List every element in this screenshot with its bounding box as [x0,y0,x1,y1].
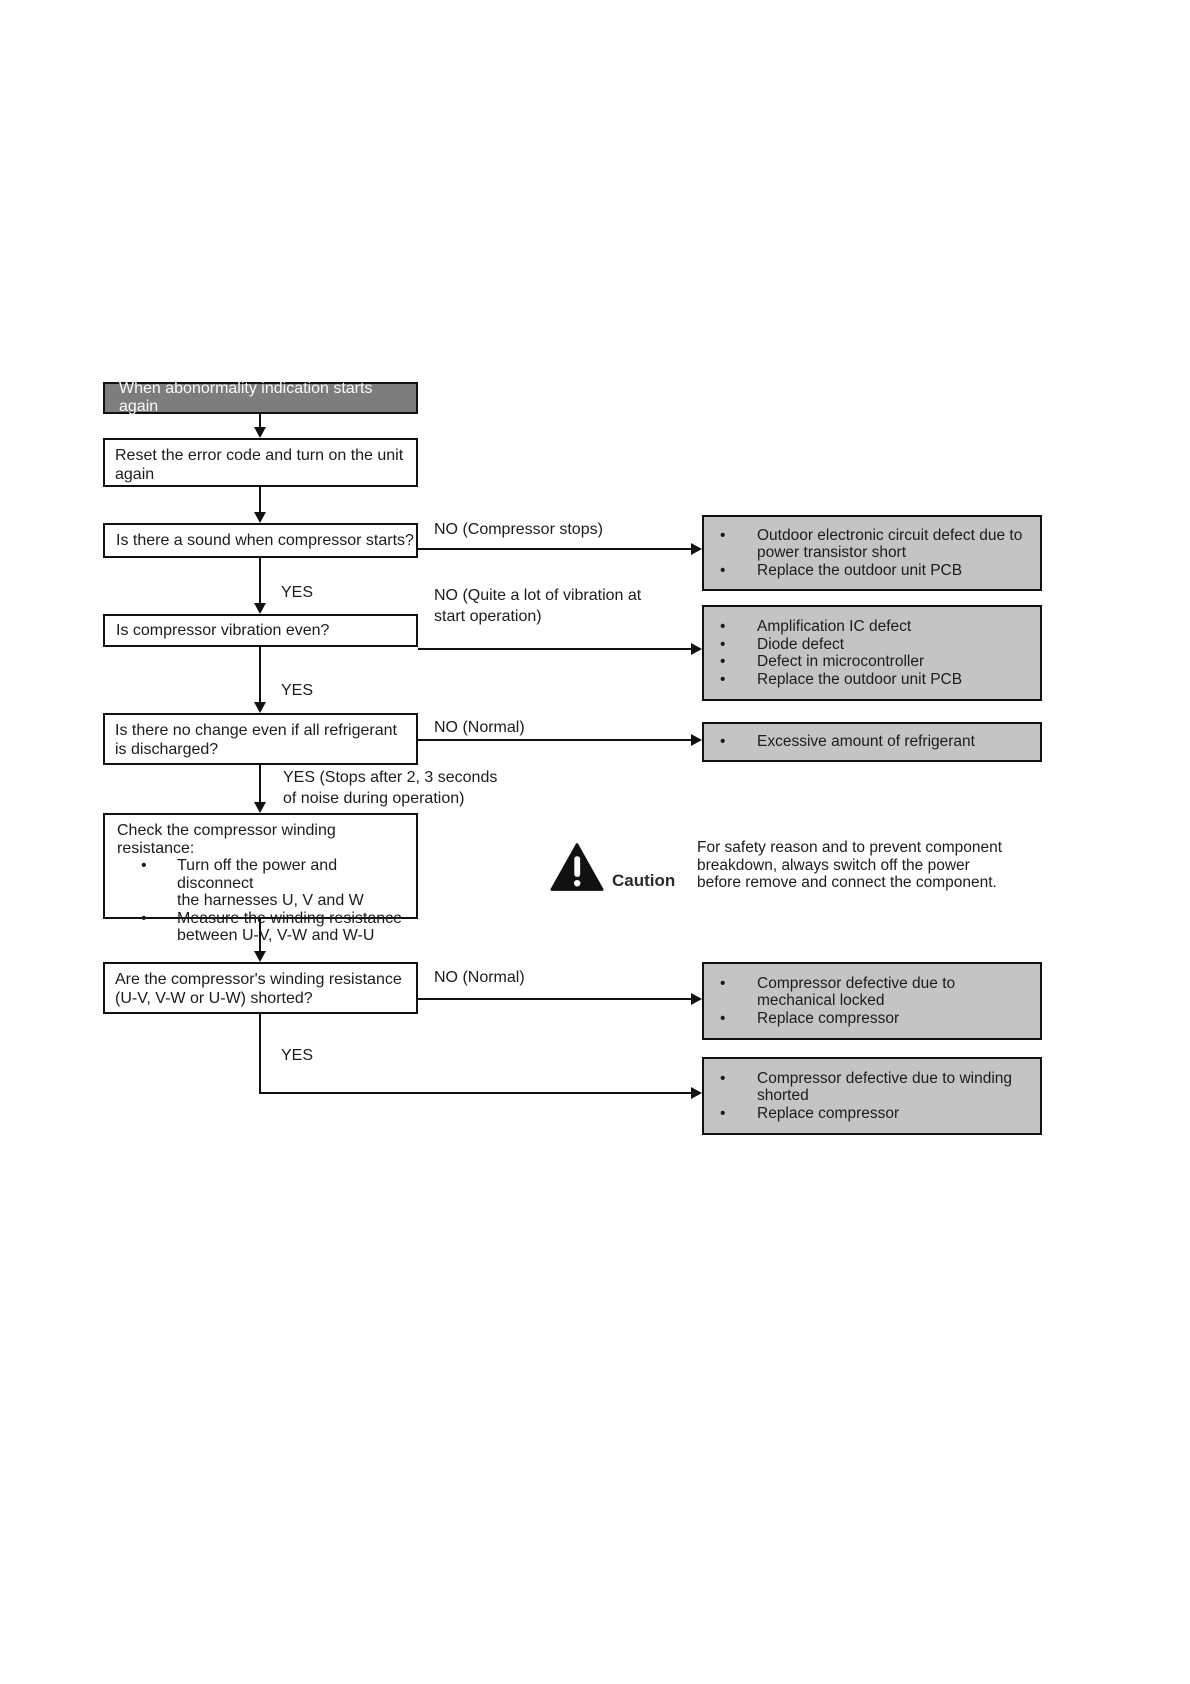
branch-label-yes: YES [281,584,314,601]
list-item: • Defect in microcontroller [720,653,1034,671]
connector-line [418,648,692,650]
list-item: • Excessive amount of refrigerant [720,733,1034,751]
arrowhead-down-icon [254,951,266,962]
bullet-icon: • [720,1104,726,1122]
arrowhead-right-icon [691,543,702,555]
result-excess-refrigerant-box: • Excessive amount of refrigerant [702,722,1042,762]
connector-line [259,414,261,429]
arrowhead-down-icon [254,802,266,813]
list-item: • Amplification IC defect [720,618,1034,636]
list-item: • Replace compressor [720,1010,1034,1028]
bullet-icon: • [720,635,726,653]
branch-label-yes: YES [281,1047,314,1064]
arrowhead-right-icon [691,1087,702,1099]
bullet-icon: • [720,974,726,992]
list-item: • Compressor defective due to mechanical… [720,975,1034,1010]
caution-text: For safety reason and to prevent compone… [697,839,1003,892]
result-winding-shorted-box: • Compressor defective due to winding sh… [702,1057,1042,1135]
list-item: • Compressor defective due to winding sh… [720,1070,1034,1105]
bullet-icon: • [720,733,726,751]
arrowhead-down-icon [254,603,266,614]
result-text: Defect in microcontroller [757,653,925,670]
connector-line [418,548,692,550]
result-text: Replace the outdoor unit PCB [757,561,963,579]
question-sound-box: Is there a sound when compressor starts? [103,523,418,558]
question-refrigerant-box: Is there no change even if all refrigera… [103,713,418,765]
branch-label-no-normal: NO (Normal) [434,719,525,736]
branch-label-no-vibration: NO (Quite a lot of vibration at start op… [434,587,642,625]
result-text: Replace compressor [757,1009,900,1027]
branch-label-no-normal: NO (Normal) [434,969,525,986]
arrowhead-right-icon [691,643,702,655]
connector-line [259,487,261,514]
bullet-icon: • [720,653,726,670]
bullet-icon: • [720,1009,726,1027]
bullet-icon: • [720,1069,726,1087]
bullet-icon: • [720,618,726,635]
result-text: Compressor defective due to winding shor… [757,1069,1013,1105]
connector-line [259,765,261,803]
caution-icon [550,843,604,891]
bullet-icon: • [720,670,726,688]
list-item: • Measure the winding resistance between… [117,910,406,945]
result-text: Diode defect [757,635,845,653]
branch-label-yes: YES [281,682,314,699]
check-step-text: Measure the winding resistance between U… [177,909,403,945]
result-ic-defect-box: • Amplification IC defect • Diode defect… [702,605,1042,701]
arrowhead-right-icon [691,734,702,746]
start-box: When abonormality indication starts agai… [103,380,418,415]
list-item: • Replace the outdoor unit PCB [720,562,1034,580]
result-text: Compressor defective due to mechanical l… [757,974,956,1010]
list-item: • Outdoor electronic circuit defect due … [720,527,1034,562]
list-item: • Replace compressor [720,1105,1034,1123]
result-text: Excessive amount of refrigerant [757,733,975,751]
connector-line [259,1014,261,1094]
reset-box: Reset the error code and turn on the uni… [103,438,418,487]
bullet-icon: • [720,561,726,579]
bullet-icon: • [141,909,147,927]
list-item: • Diode defect [720,636,1034,654]
connector-line [259,647,261,703]
result-text: Amplification IC defect [757,618,912,635]
arrowhead-down-icon [254,512,266,523]
arrowhead-down-icon [254,702,266,713]
list-item: • Turn off the power and disconnect the … [117,857,406,910]
connector-line [259,919,261,952]
check-winding-box: Check the compressor winding resistance:… [103,813,418,944]
arrowhead-right-icon [691,993,702,1005]
branch-label-no-compressor-stops: NO (Compressor stops) [434,521,603,538]
list-item: • Replace the outdoor unit PCB [720,671,1034,689]
result-transistor-short-box: • Outdoor electronic circuit defect due … [702,515,1042,591]
bullet-icon: • [720,526,726,544]
connector-line [418,998,692,1000]
result-text: Replace compressor [757,1104,900,1122]
check-step-text: Turn off the power and disconnect the ha… [177,857,364,909]
arrowhead-down-icon [254,427,266,438]
bullet-icon: • [141,857,147,874]
connector-line [259,1092,692,1094]
question-shorted-box: Are the compressor's winding resistance … [103,962,418,1014]
result-text: Outdoor electronic circuit defect due to… [757,526,1023,562]
connector-line [259,558,261,604]
result-mechanical-locked-box: • Compressor defective due to mechanical… [702,962,1042,1040]
check-title: Check the compressor winding resistance: [117,822,336,857]
question-vibration-box: Is compressor vibration even? [103,614,418,647]
branch-label-yes-stops: YES (Stops after 2, 3 seconds of noise d… [283,769,498,807]
connector-line [418,739,692,741]
caution-label: Caution [612,871,676,890]
result-text: Replace the outdoor unit PCB [757,670,963,688]
